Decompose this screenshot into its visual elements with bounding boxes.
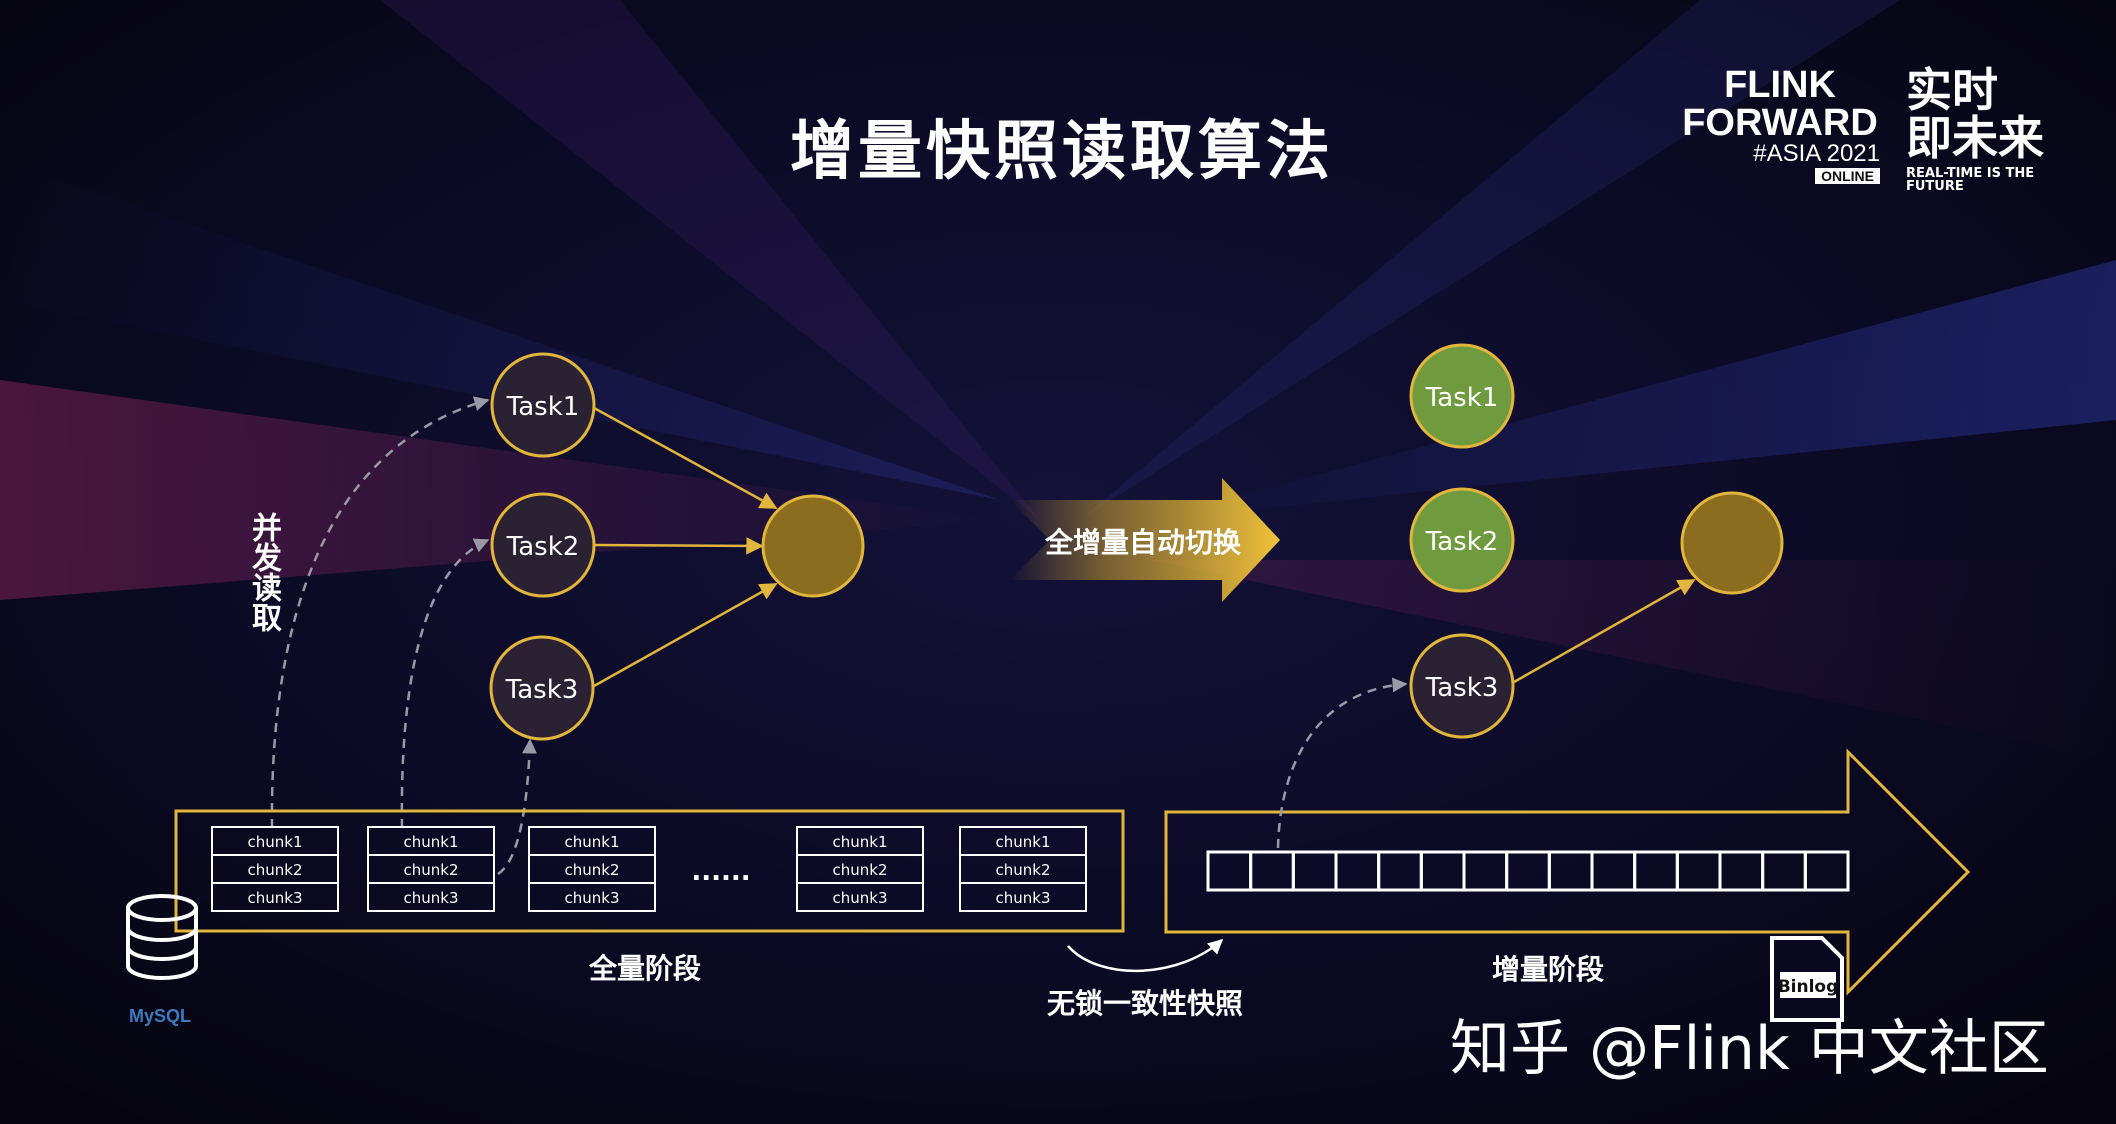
chunk-cell: [528, 882, 656, 912]
logo-line2: FORWARD: [1682, 102, 1878, 144]
chunk-label: chunk1: [833, 833, 888, 851]
chunk-label: chunk3: [996, 889, 1051, 907]
chunk-label: chunk2: [404, 861, 459, 879]
chunk-cell: [796, 882, 924, 912]
logo-online-badge: ONLINE: [1815, 168, 1880, 184]
chunk-cell: [211, 882, 339, 912]
chunk-label: chunk2: [248, 861, 303, 879]
parallel-read-label: 并发读取: [246, 512, 281, 632]
binlog-file-icon: Binlog: [1770, 936, 1844, 1022]
flink-forward-logo: FLINK FORWARD #ASIA 2021 ONLINE: [1680, 66, 1880, 184]
task-label: Task2: [506, 532, 580, 562]
task-to-sink-arrow: [1513, 578, 1696, 684]
slogan-tagline: REAL-TIME IS THE FUTURE: [1906, 165, 2035, 195]
left-task-1: Task1: [490, 352, 596, 458]
parallel-read-arrow: [400, 538, 490, 829]
task-label: Task2: [1425, 527, 1499, 557]
binlog-slot: [1803, 850, 1850, 892]
right-task-3: Task3: [1409, 633, 1515, 739]
chunk-label: chunk3: [833, 889, 888, 907]
task-to-sink-arrow: [593, 406, 778, 510]
light-beam: [0, 380, 1000, 600]
light-beam: [380, 0, 1040, 520]
task-label: Task3: [1425, 673, 1499, 703]
slogan-line1: 实时: [1906, 63, 1998, 117]
database-icon: [126, 894, 198, 980]
switch-arrow: [1010, 478, 1280, 602]
chunk-groups: chunk1chunk2chunk3chunk1chunk2chunk3chun…: [211, 826, 1087, 912]
left-task-3: Task3: [489, 635, 595, 741]
light-beam: [1150, 260, 2116, 520]
left-task-2: Task2: [490, 492, 596, 598]
chunk-label: chunk2: [833, 861, 888, 879]
chunk-cell: [959, 882, 1087, 912]
lock-free-arrow: [1067, 938, 1224, 972]
chunk-cell: [367, 882, 495, 912]
incremental-phase-arrow: [1164, 748, 1971, 996]
right-sink-node: [1680, 491, 1784, 595]
switch-label: 全增量自动切换: [1044, 526, 1242, 559]
binlog-read-arrow: [1276, 677, 1408, 849]
right-task-2: Task2: [1409, 487, 1515, 593]
left-sink-node: [761, 494, 865, 598]
chunk-label: chunk1: [248, 833, 303, 851]
light-beam: [0, 160, 1000, 500]
light-beam: [1080, 0, 1900, 520]
binlog-label: Binlog: [1778, 977, 1839, 997]
slogan-line2: 即未来: [1906, 111, 2044, 166]
watermark: 知乎 @Flink 中文社区: [1450, 1014, 2049, 1084]
snapshot-phase-label: 全量阶段: [588, 952, 701, 985]
snapshot-phase-box: [174, 809, 1125, 933]
chunk-label: chunk1: [404, 833, 459, 851]
chunk-label: chunk2: [565, 861, 620, 879]
chunk-label: chunk1: [996, 833, 1051, 851]
parallel-read-arrow: [497, 738, 538, 876]
task-to-sink-arrow: [594, 537, 764, 555]
chunk-label: chunk2: [996, 861, 1051, 879]
right-task-1: Task1: [1409, 343, 1515, 449]
chunk-label: chunk3: [248, 889, 303, 907]
task-label: Task1: [1425, 383, 1499, 413]
task-to-sink-arrow: [593, 582, 778, 688]
chunk-label: chunk3: [404, 889, 459, 907]
slogan-logo: 实时 即未来 REAL-TIME IS THE FUTURE: [1906, 66, 2056, 194]
logo-line1: FLINK: [1724, 64, 1836, 106]
chunk-group: chunk1 chunk2 chunk3: [367, 826, 495, 912]
chunk-group: chunk1 chunk2 chunk3: [959, 826, 1087, 912]
binlog-slots: [1206, 850, 1850, 892]
incremental-phase-label: 增量阶段: [1492, 953, 1604, 986]
task-label: Task3: [505, 675, 579, 705]
chunk-group: chunk1 chunk2 chunk3: [796, 826, 924, 912]
chunk-group: chunk1 chunk2 chunk3: [528, 826, 656, 912]
chunk-group: chunk1 chunk2 chunk3: [211, 826, 339, 912]
chunk-ellipsis: ......: [691, 857, 750, 887]
lock-free-label: 无锁一致性快照: [1047, 987, 1243, 1020]
light-beam: [1150, 560, 2116, 760]
mysql-logo: MySQL: [129, 1006, 191, 1026]
page-title: 增量快照读取算法: [790, 115, 1334, 189]
task-label: Task1: [506, 392, 580, 422]
logo-asia: #ASIA 2021: [1753, 140, 1880, 167]
chunk-label: chunk3: [565, 889, 620, 907]
chunk-label: chunk1: [565, 833, 620, 851]
